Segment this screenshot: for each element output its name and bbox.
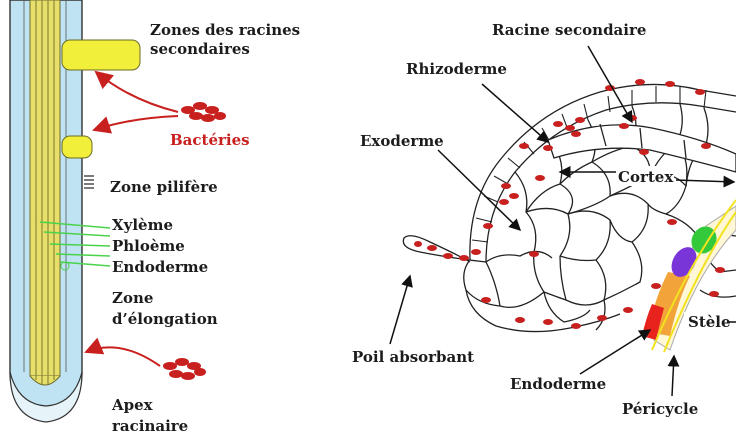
bacteria-cluster-bottom [163,358,206,380]
cross-section [464,84,736,331]
label-poil-absorbant: Poil absorbant [352,348,474,366]
lateral-root-lower [62,136,92,158]
label-cortex: Cortex [618,168,674,186]
vascular-cylinder [30,0,60,376]
label-zone-elong-1: Zone [112,289,153,307]
label-bacteries: Bactéries [170,131,250,149]
label-endoderme-left: Endoderme [112,258,208,276]
label-zone-racines-2: secondaires [150,40,250,58]
lateral-root-upper [62,40,140,70]
label-endoderme-right: Endoderme [510,375,606,393]
label-racine-secondaire: Racine secondaire [492,21,646,39]
label-pericycle: Péricycle [622,400,698,418]
label-zone-racines-1: Zones des racines [150,21,300,39]
label-apex-2: racinaire [112,417,188,435]
label-phloeme: Phloème [112,237,185,255]
label-apex-1: Apex [111,396,154,414]
pointer-arrows [390,46,736,396]
root-hair-ticks [84,176,94,188]
label-zone-pilifere: Zone pilifère [110,178,218,196]
label-rhizoderme: Rhizoderme [406,60,507,78]
longitudinal-root [10,0,140,422]
label-stele: Stèle [688,313,731,331]
label-xyleme: Xylème [112,216,173,234]
label-exoderme: Exoderme [360,132,444,150]
label-zone-elong-2: d’élongation [112,310,218,328]
bacteria-cluster-top [181,102,226,122]
